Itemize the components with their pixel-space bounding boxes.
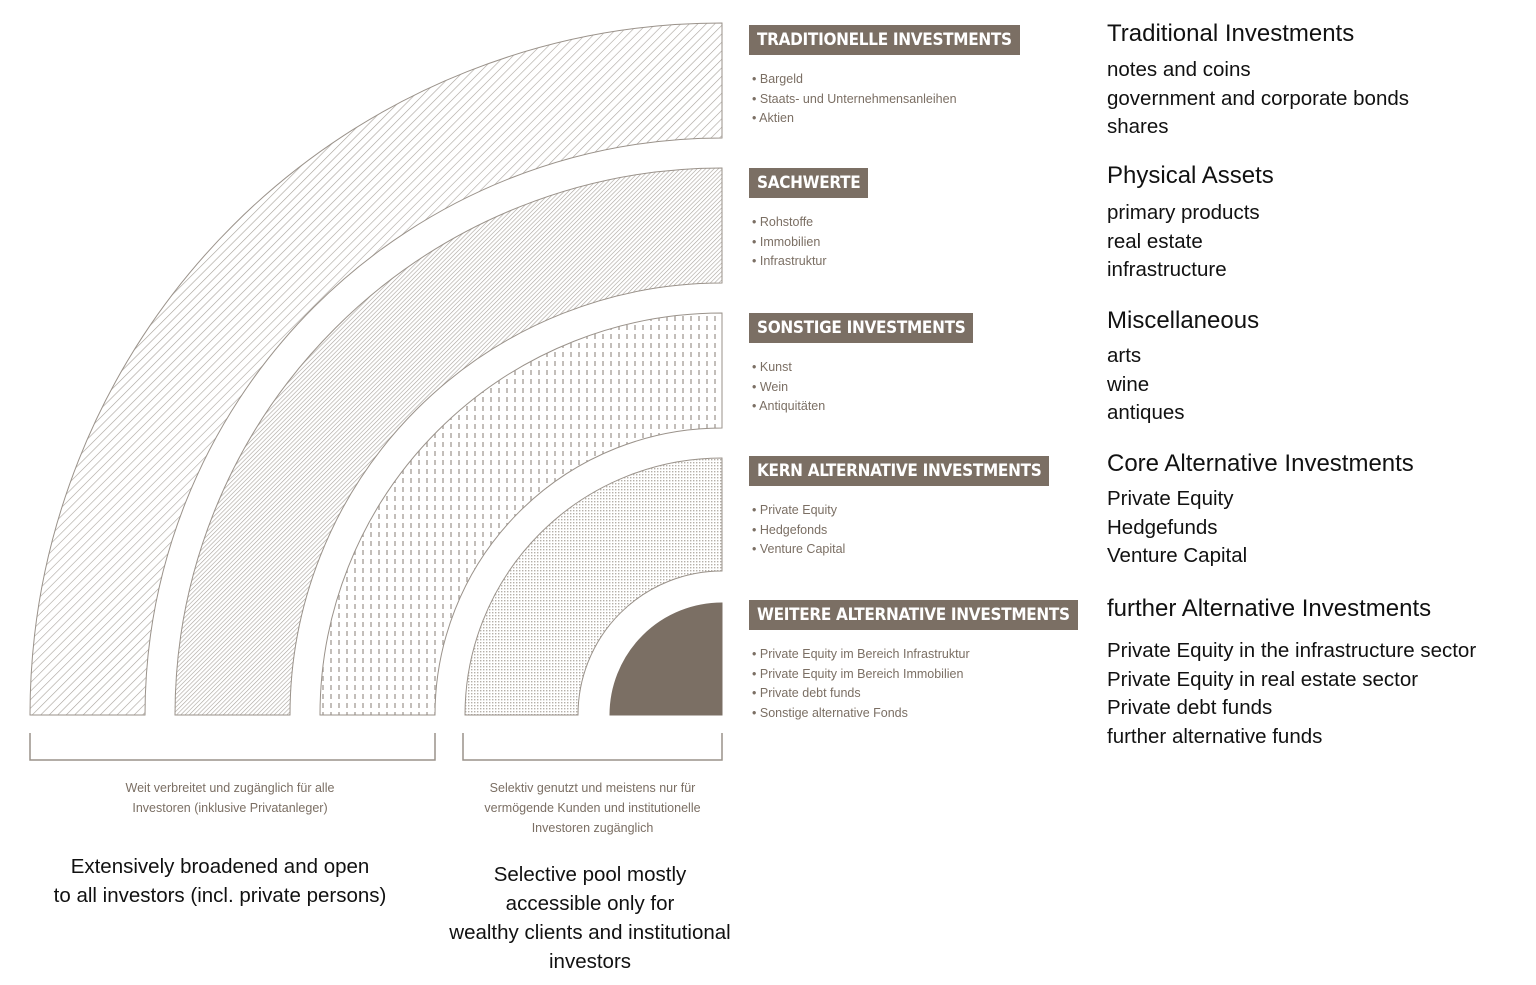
list-item: Bargeld (752, 70, 957, 90)
list-item: shares (1107, 115, 1169, 139)
ring-1 (29, 22, 723, 716)
category-tag: SONSTIGE INVESTMENTS (749, 313, 974, 343)
category-title-en: Core Alternative Investments (1107, 450, 1414, 477)
category-title-en: Traditional Investments (1107, 20, 1355, 47)
bracket-right (462, 733, 723, 761)
category-tag: KERN ALTERNATIVE INVESTMENTS (749, 456, 1050, 486)
category-items-de: KunstWeinAntiquitäten (752, 358, 825, 417)
category-items-en: notes and coins government and corporate … (1107, 56, 1409, 142)
category-items-de: RohstoffeImmobilienInfrastruktur (752, 213, 827, 272)
list-item: Sonstige alternative Fonds (752, 704, 970, 724)
list-item: Kunst (752, 358, 825, 378)
list-item: Hedgefunds (1107, 515, 1218, 539)
list-item: Antiquitäten (752, 397, 825, 417)
category-items-en: Private Equity in the infrastructure sec… (1107, 637, 1476, 752)
list-item: real estate (1107, 229, 1203, 253)
ring-5 (609, 602, 723, 716)
category-items-en: arts wine antiques (1107, 342, 1185, 428)
list-item: wine (1107, 372, 1150, 396)
category-tag: SACHWERTE (749, 168, 869, 198)
list-item: Venture Capital (1107, 544, 1248, 568)
category-title-en: Physical Assets (1107, 162, 1274, 189)
bracket-left (29, 733, 436, 761)
category-title-en: further Alternative Investments (1107, 595, 1432, 622)
list-item: Private Equity in real estate sector (1107, 667, 1419, 691)
ring-4 (464, 457, 723, 716)
category-title-en: Miscellaneous (1107, 307, 1260, 334)
list-item: Private debt funds (1107, 696, 1273, 720)
list-item: Private Equity (752, 501, 845, 521)
list-item: government and corporate bonds (1107, 86, 1410, 110)
list-item: Private Equity (1107, 487, 1234, 510)
list-item: Private debt funds (752, 684, 970, 704)
list-item: further alternative funds (1107, 725, 1323, 749)
list-item: Wein (752, 378, 825, 398)
list-item: Private Equity im Bereich Infrastruktur (752, 645, 970, 665)
list-item: Rohstoffe (752, 213, 827, 233)
list-item: antiques (1107, 401, 1185, 425)
list-item: Immobilien (752, 233, 827, 253)
list-item: infrastructure (1107, 258, 1227, 282)
category-items-de: Private Equity im Bereich InfrastrukturP… (752, 645, 970, 724)
list-item: Private Equity im Bereich Immobilien (752, 665, 970, 685)
category-items-de: Private EquityHedgefondsVenture Capital (752, 501, 845, 560)
list-item: notes and coins (1107, 58, 1251, 81)
list-item: arts (1107, 344, 1142, 367)
ring-3 (319, 312, 723, 716)
list-item: Infrastruktur (752, 252, 827, 272)
list-item: Staats- und Unternehmensanleihen (752, 90, 957, 110)
list-item: Aktien (752, 109, 957, 129)
list-item: Private Equity in the infrastructure sec… (1107, 639, 1477, 662)
list-item: Venture Capital (752, 540, 845, 560)
category-items-de: BargeldStaats- und UnternehmensanleihenA… (752, 70, 957, 129)
ring-2 (174, 167, 723, 716)
category-tag: WEITERE ALTERNATIVE INVESTMENTS (749, 600, 1078, 630)
list-item: primary products (1107, 201, 1260, 224)
category-tag: TRADITIONELLE INVESTMENTS (749, 25, 1020, 55)
list-item: Hedgefonds (752, 521, 845, 541)
category-items-en: primary products real estate infrastructur… (1107, 199, 1260, 285)
